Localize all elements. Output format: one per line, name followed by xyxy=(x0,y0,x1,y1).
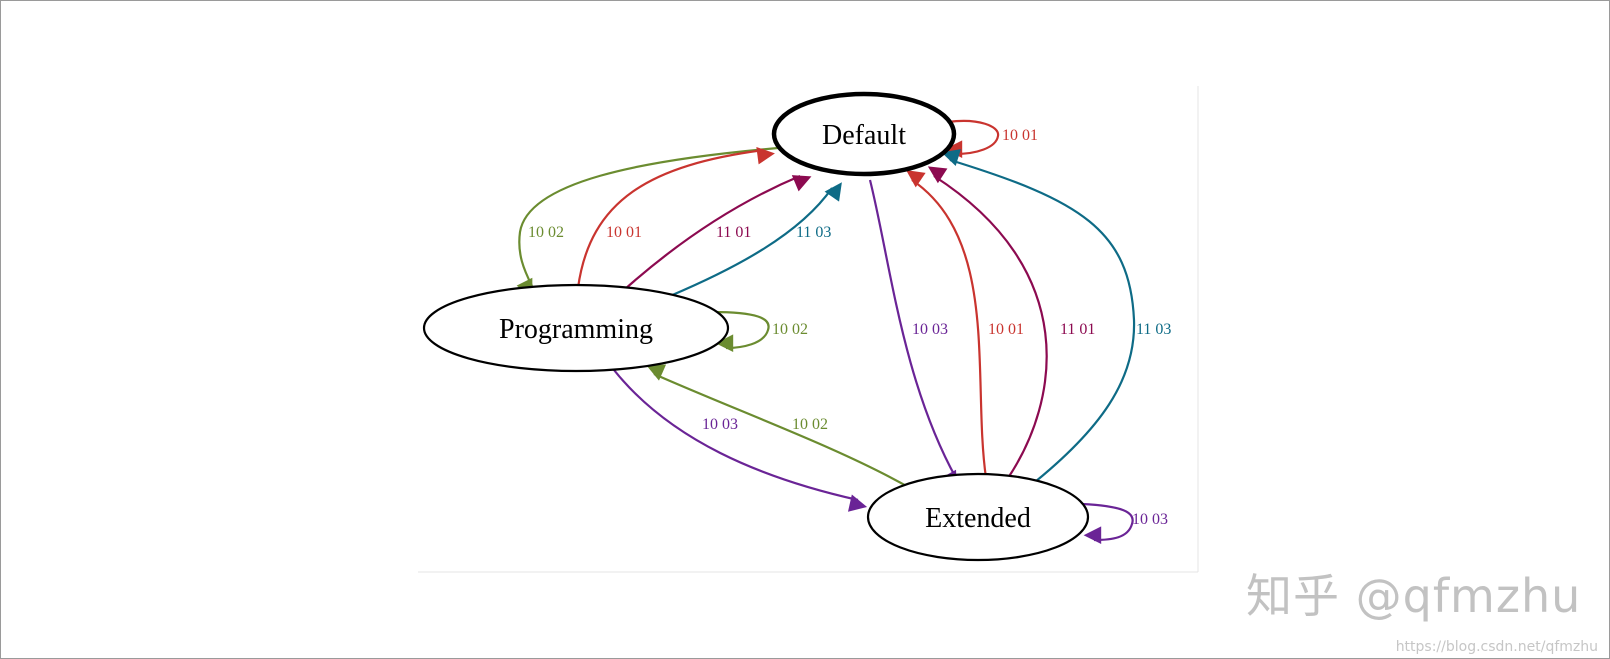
edge-default-to-extended-10-03: 10 03 xyxy=(868,179,957,490)
edge-label: 10 01 xyxy=(606,224,642,241)
edge-label: 10 03 xyxy=(912,321,948,338)
edge-programming-to-default-11-03: 11 03 xyxy=(669,182,842,298)
edge-extended-to-programming-10-02: 10 02 xyxy=(646,364,911,489)
node-label: Default xyxy=(822,120,906,151)
edge-label: 11 03 xyxy=(796,224,831,241)
edge-extended-to-default-10-01: 10 01 xyxy=(906,170,1024,479)
edge-programming-to-default-11-01: 11 01 xyxy=(623,174,812,291)
edge-label: 10 01 xyxy=(988,321,1024,338)
watermark-url: https://blog.csdn.net/qfmzhu xyxy=(1395,639,1598,655)
edge-programming-self-10-02: 10 02 xyxy=(711,310,808,352)
edge-label: 10 03 xyxy=(1132,511,1168,528)
edge-extended-to-default-11-03: 11 03 xyxy=(941,149,1171,487)
edge-extended-self-10-03: 10 03 xyxy=(1081,502,1168,544)
edge-programming-to-extended-10-03: 10 03 xyxy=(613,369,868,512)
node-programming: Programming xyxy=(422,283,730,373)
edge-default-self-10-01: 10 01 xyxy=(944,119,1038,158)
node-label: Programming xyxy=(499,314,653,345)
edge-programming-to-default-10-01: 10 01 xyxy=(576,146,775,289)
edge-label: 10 02 xyxy=(528,224,564,241)
edge-default-to-programming-10-02: 10 02 xyxy=(516,146,779,298)
node-extended: Extended xyxy=(866,472,1090,562)
node-label: Extended xyxy=(925,503,1031,534)
edge-label: 10 02 xyxy=(792,416,828,433)
edge-extended-to-default-11-01: 11 01 xyxy=(927,166,1095,479)
edge-label: 11 01 xyxy=(1060,321,1095,338)
edge-label: 11 01 xyxy=(716,224,751,241)
edge-label: 10 03 xyxy=(702,416,738,433)
edge-label: 10 01 xyxy=(1002,127,1038,144)
node-default: Default xyxy=(771,91,957,177)
edge-label: 11 03 xyxy=(1136,321,1171,338)
edge-label: 10 02 xyxy=(772,321,808,338)
watermark-zhihu: 知乎 @qfmzhu xyxy=(1246,569,1582,623)
